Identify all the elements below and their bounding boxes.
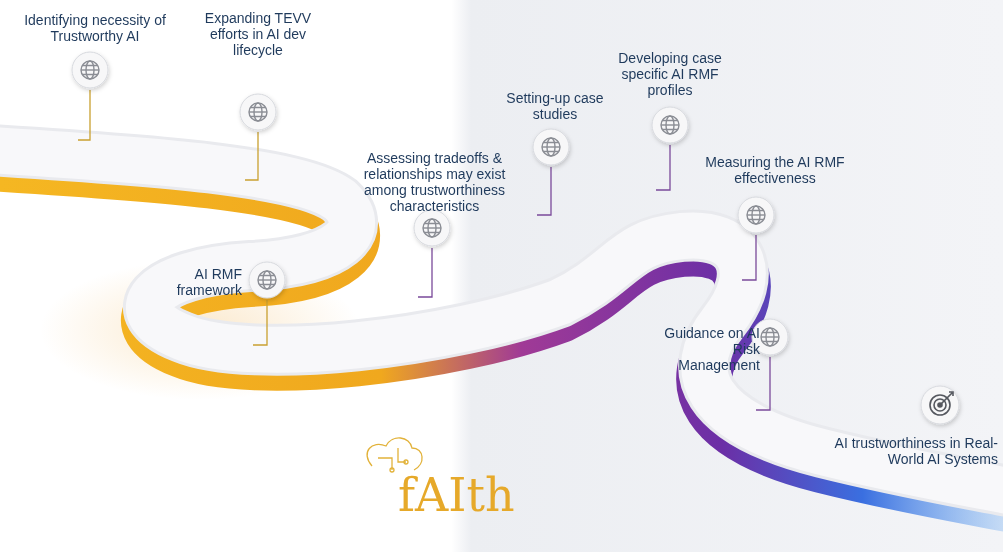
milestone-text: Setting-up case studies bbox=[505, 90, 605, 122]
milestone-label: Setting-up case studies bbox=[505, 90, 605, 122]
milestone-label: AI trustworthiness in Real-World AI Syst… bbox=[832, 435, 998, 467]
milestone-text: Expanding TEVV efforts in AI dev lifecyc… bbox=[192, 10, 324, 58]
milestone-label: Assessing tradeoffs & relationships may … bbox=[342, 150, 527, 214]
milestone-label: Developing case specific AI RMF profiles bbox=[600, 50, 740, 98]
milestone-text: Identifying necessity of Trustworthy AI bbox=[0, 12, 190, 44]
milestone-label: Identifying necessity of Trustworthy AI bbox=[0, 12, 190, 44]
milestone-text: Guidance on AI Risk Management bbox=[660, 325, 760, 373]
milestone-text: AI trustworthiness in Real-World AI Syst… bbox=[832, 435, 998, 467]
milestone-label: Expanding TEVV efforts in AI dev lifecyc… bbox=[192, 10, 324, 58]
milestone-label: Measuring the AI RMF effectiveness bbox=[700, 154, 850, 186]
logo-text: fAIth bbox=[398, 470, 515, 520]
milestone-text: Measuring the AI RMF effectiveness bbox=[700, 154, 850, 186]
milestone-text: Developing case specific AI RMF profiles bbox=[600, 50, 740, 98]
milestone-label: AI RMF framework bbox=[150, 266, 242, 298]
milestone-text: Assessing tradeoffs & relationships may … bbox=[342, 150, 527, 214]
milestone-label: Guidance on AI Risk Management bbox=[660, 325, 760, 373]
milestone-text: AI RMF framework bbox=[150, 266, 242, 298]
